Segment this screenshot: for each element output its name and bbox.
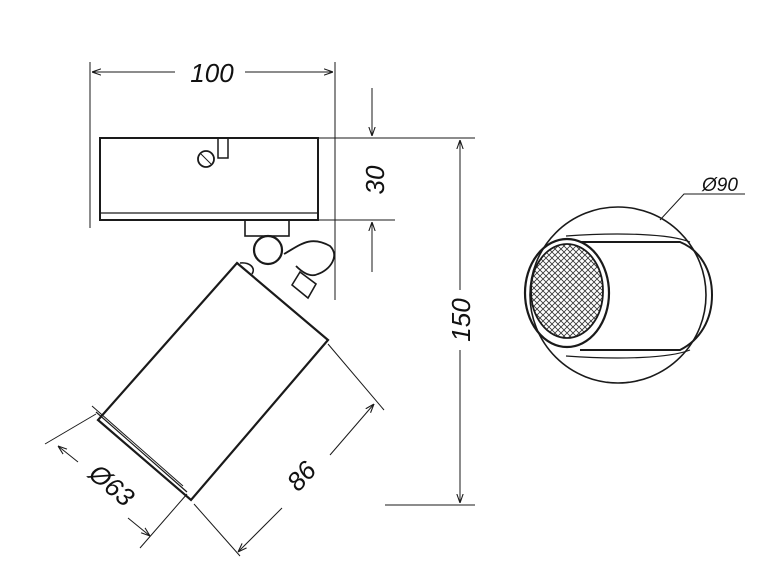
mount-box (99, 137, 319, 221)
dim-width: 100 (89, 58, 336, 300)
dim-head-length-label: 86 (280, 455, 322, 497)
spot-head (91, 261, 330, 502)
dim-front-diameter: Ø90 (659, 175, 745, 221)
mesh-grille (530, 243, 604, 339)
dim-mount-height: 30 (318, 88, 475, 272)
dim-head-diameter-label: Ø63 (83, 457, 141, 513)
front-view (523, 206, 714, 384)
dim-head-length: 86 (193, 343, 385, 557)
screw-icon (197, 150, 215, 168)
dim-mount-height-label: 30 (360, 165, 390, 194)
dim-front-diameter-label: Ø90 (701, 175, 738, 196)
dim-width-label: 100 (190, 58, 234, 88)
joint (244, 219, 335, 300)
dim-total-height-label: 150 (446, 298, 476, 342)
dim-total-height: 150 (385, 140, 476, 506)
